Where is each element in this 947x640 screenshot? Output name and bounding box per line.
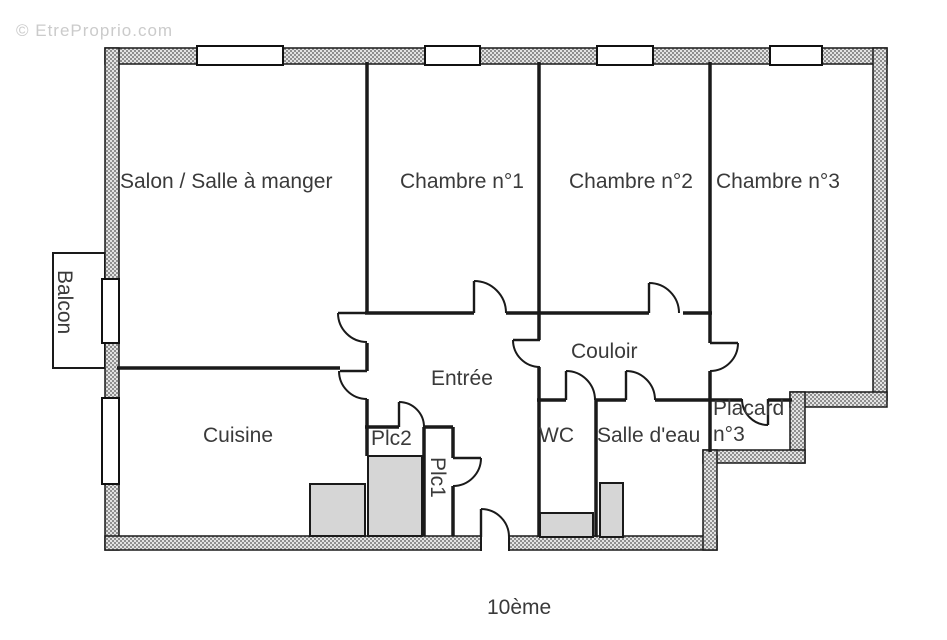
door-plc1 (452, 456, 482, 487)
wall-notch-left (702, 449, 718, 551)
window-cuisine (101, 397, 120, 485)
door-wc (564, 370, 596, 401)
door-chambre1 (472, 280, 507, 314)
door-entree-couloir-arc (512, 339, 541, 368)
shower-fixture (599, 482, 624, 538)
room-label-salle-deau: Salle d'eau (597, 424, 701, 447)
door-salon (337, 311, 368, 343)
door-chambre3 (709, 341, 739, 372)
door-entree-couloir (512, 338, 541, 368)
kitchen-counter-plc2 (367, 455, 423, 537)
kitchen-counter-left (309, 483, 366, 537)
wc-fixture (539, 512, 594, 538)
door-plc2-arc (398, 401, 425, 428)
fixtures (309, 455, 624, 538)
room-label-entree: Entrée (431, 367, 493, 390)
wall-notch-bottom (702, 449, 806, 464)
door-chambre1-arc (473, 280, 507, 314)
door-plc1-arc (452, 457, 482, 487)
watermark: © EtreProprio.com (16, 21, 174, 40)
room-label-placard-line2: n°3 (713, 423, 745, 446)
door-placard3 (741, 398, 770, 426)
room-label-placard-line1: Placard (713, 397, 785, 420)
door-entrance-arc (480, 508, 510, 538)
room-label-salon: Salon / Salle à manger (120, 170, 333, 193)
balcony-outline (52, 252, 106, 369)
wall-right (872, 47, 888, 401)
door-salon-arc (337, 312, 368, 343)
room-label-balcon: Balcon (53, 270, 77, 335)
door-chambre2 (647, 282, 680, 314)
window-chambre1 (424, 45, 481, 66)
exterior-walls (104, 47, 888, 551)
windows (101, 45, 823, 485)
door-placard3-arc (741, 398, 769, 426)
window-chambre2 (596, 45, 654, 66)
door-chambre2-arc (648, 282, 680, 314)
room-label-cuisine: Cuisine (203, 424, 274, 447)
wall-bottom (104, 535, 718, 551)
floor-label: 10ème (487, 596, 552, 619)
door-chambre3-arc (709, 342, 739, 372)
window-salon (196, 45, 284, 66)
room-label-wc: WC (539, 424, 574, 447)
room-label-chambre1: Chambre n°1 (400, 170, 524, 193)
room-label-chambre2: Chambre n°2 (569, 170, 693, 193)
door-plc2 (397, 401, 425, 428)
door-entrance (479, 508, 510, 538)
room-label-plc1: Plc1 (426, 457, 450, 498)
window-balcon-door (101, 278, 120, 344)
room-label-chambre3: Chambre n°3 (716, 170, 840, 193)
window-chambre3 (769, 45, 823, 66)
room-label-couloir: Couloir (571, 340, 638, 363)
door-cuisine-arc (338, 370, 368, 400)
door-salle-deau (624, 370, 656, 401)
interior-walls (117, 62, 792, 537)
door-wc-arc (565, 370, 596, 401)
entrance-gap (481, 534, 509, 553)
door-cuisine (338, 369, 368, 400)
room-label-plc2: Plc2 (371, 427, 412, 450)
doors (337, 280, 770, 538)
door-salle-deau-arc (625, 370, 656, 401)
